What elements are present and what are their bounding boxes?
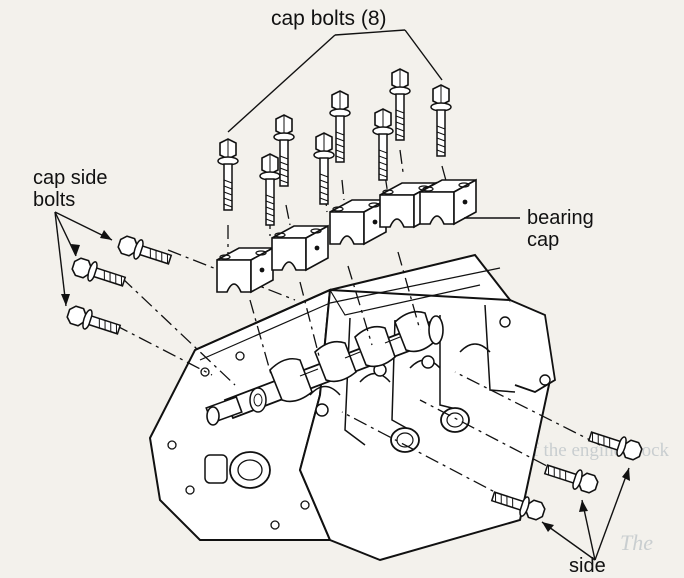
bearing-cap-label: bearing cap (527, 207, 594, 251)
cap-bolts-label: cap bolts (8) (271, 7, 387, 30)
leader-arrowheads (61, 230, 630, 532)
cap-side-bolts-label: cap side bolts (33, 167, 108, 211)
side-bolts-label: side (569, 555, 606, 577)
crankshaft (205, 310, 444, 426)
cap-side-bolts-left (64, 232, 174, 340)
bleed-through-text-2: The (620, 530, 653, 555)
